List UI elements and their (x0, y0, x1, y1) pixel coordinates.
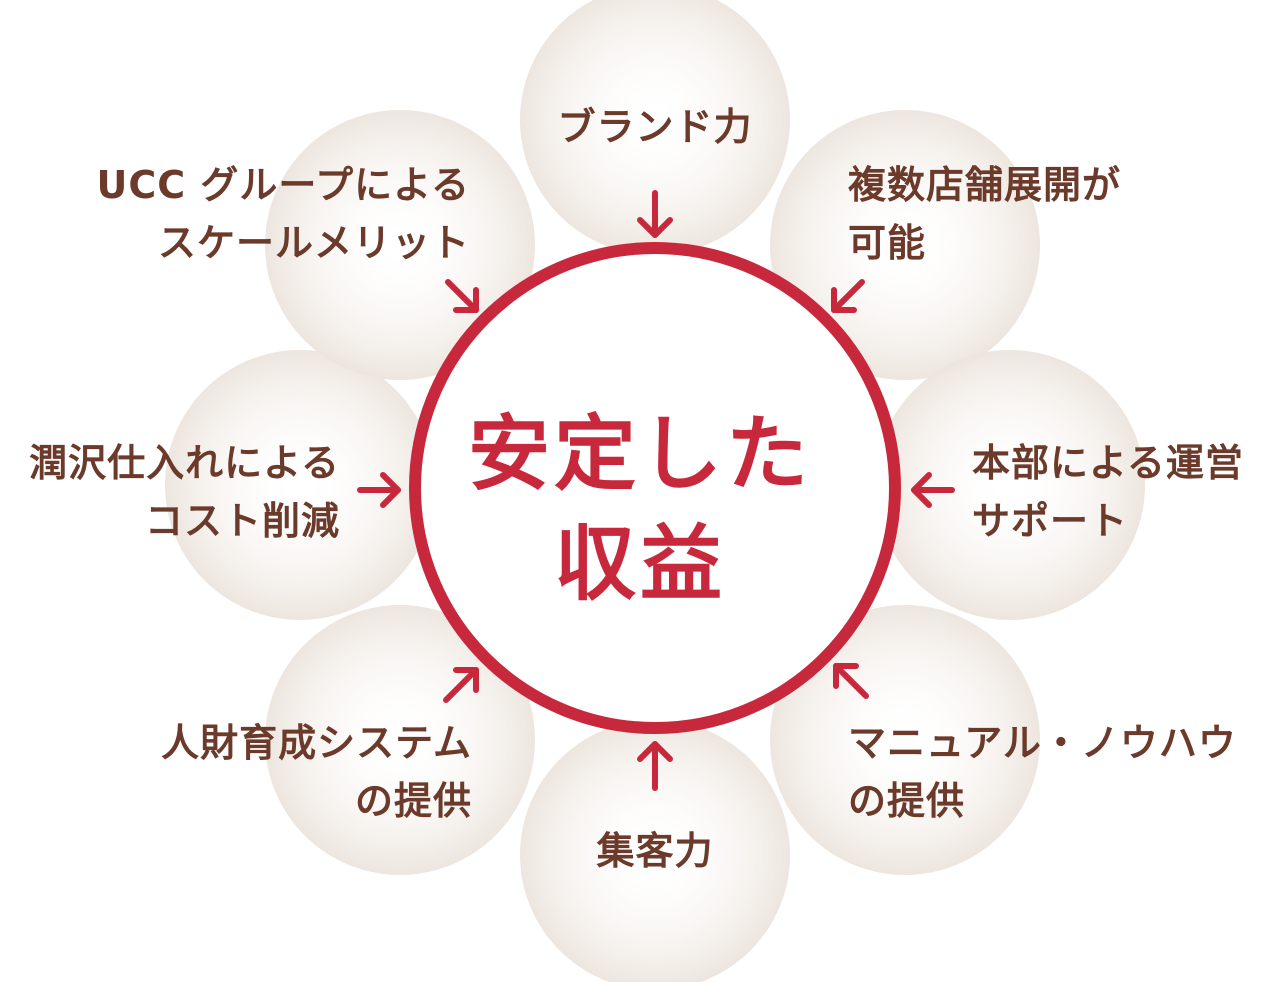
arrow-manual (833, 663, 869, 699)
factor-brand-line-1: ブランド力 (557, 105, 753, 149)
arrows (357, 190, 955, 791)
factor-scale-line-2: スケールメリット (157, 221, 470, 265)
center-title: 安定した 収益 (420, 400, 860, 620)
petal-hq-support (875, 350, 1145, 620)
arrow-hq-support (911, 472, 955, 508)
factor-purchasing-line-1: 潤沢仕入れによる (29, 441, 340, 485)
factor-purchasing-line-2: コスト削減 (144, 499, 340, 543)
arrow-purchasing (357, 472, 401, 508)
factor-multi-store-line-2: 可能 (848, 221, 927, 265)
petal-purchasing (165, 350, 435, 620)
factor-purchasing: 潤沢仕入れによる コスト削減 (29, 434, 340, 550)
factor-training-line-2: の提供 (354, 779, 472, 823)
arrow-customers (637, 741, 673, 791)
arrow-brand (637, 190, 673, 238)
factor-training-line-1: 人財育成システム (161, 721, 472, 765)
factor-manual: マニュアル・ノウハウ の提供 (848, 714, 1237, 830)
factor-manual-line-1: マニュアル・ノウハウ (848, 721, 1237, 765)
factor-multi-store-line-1: 複数店舗展開が (848, 163, 1122, 207)
factor-hq-support-line-1: 本部による運営 (972, 441, 1244, 485)
factor-customers-line-1: 集客力 (596, 829, 714, 873)
petal-customers (520, 720, 790, 982)
factor-multi-store: 複数店舗展開が 可能 (848, 156, 1121, 272)
factor-customers: 集客力 (535, 822, 775, 880)
center-ring (409, 242, 901, 734)
center-title-line-1: 安定した (467, 407, 812, 502)
factor-training: 人財育成システム の提供 (161, 714, 472, 830)
arrow-multi-store (831, 279, 865, 313)
center-title-line-2: 収益 (553, 517, 726, 612)
arrow-training (443, 667, 479, 703)
factor-scale-line-1: UCC グループによる (96, 163, 470, 207)
factor-manual-line-2: の提供 (848, 779, 966, 823)
factor-hq-support: 本部による運営 サポート (972, 434, 1244, 550)
factor-scale: UCC グループによる スケールメリット (97, 156, 470, 272)
factor-brand: ブランド力 (535, 98, 775, 156)
arrow-scale (445, 279, 479, 313)
factor-hq-support-line-2: サポート (972, 499, 1129, 543)
petal-brand (520, 0, 790, 255)
